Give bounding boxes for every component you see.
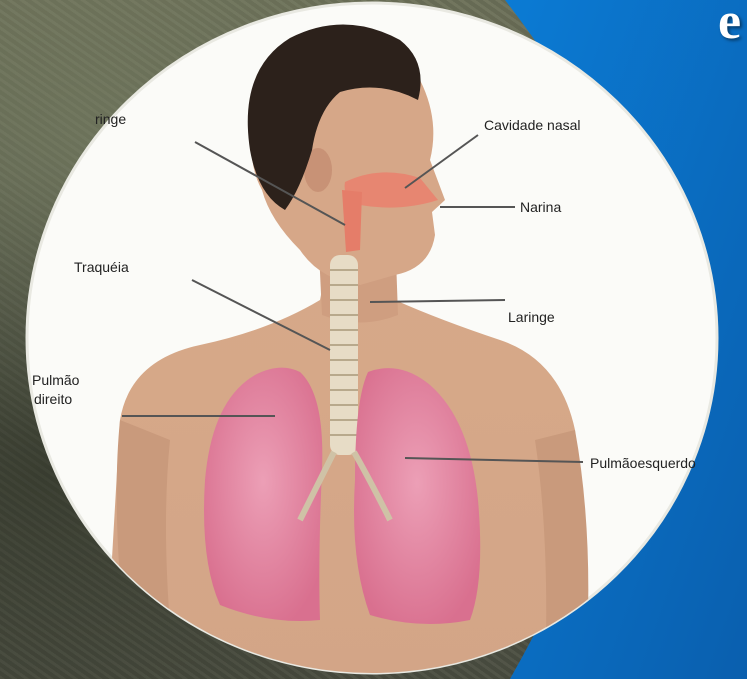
label-narina: Narina: [520, 199, 561, 215]
label-pulmao-direito-1: Pulmão: [32, 372, 80, 388]
label-pulmao-esquerdo: Pulmãoesquerdo: [590, 455, 696, 471]
label-laringe: Laringe: [508, 309, 555, 325]
label-pulmao-direito-2: direito: [34, 391, 72, 407]
label-faringe: ringe: [95, 111, 126, 127]
label-cavidade-nasal: Cavidade nasal: [484, 117, 581, 133]
label-traqueia: Traquéia: [74, 259, 129, 275]
trachea-shape: [330, 255, 358, 455]
